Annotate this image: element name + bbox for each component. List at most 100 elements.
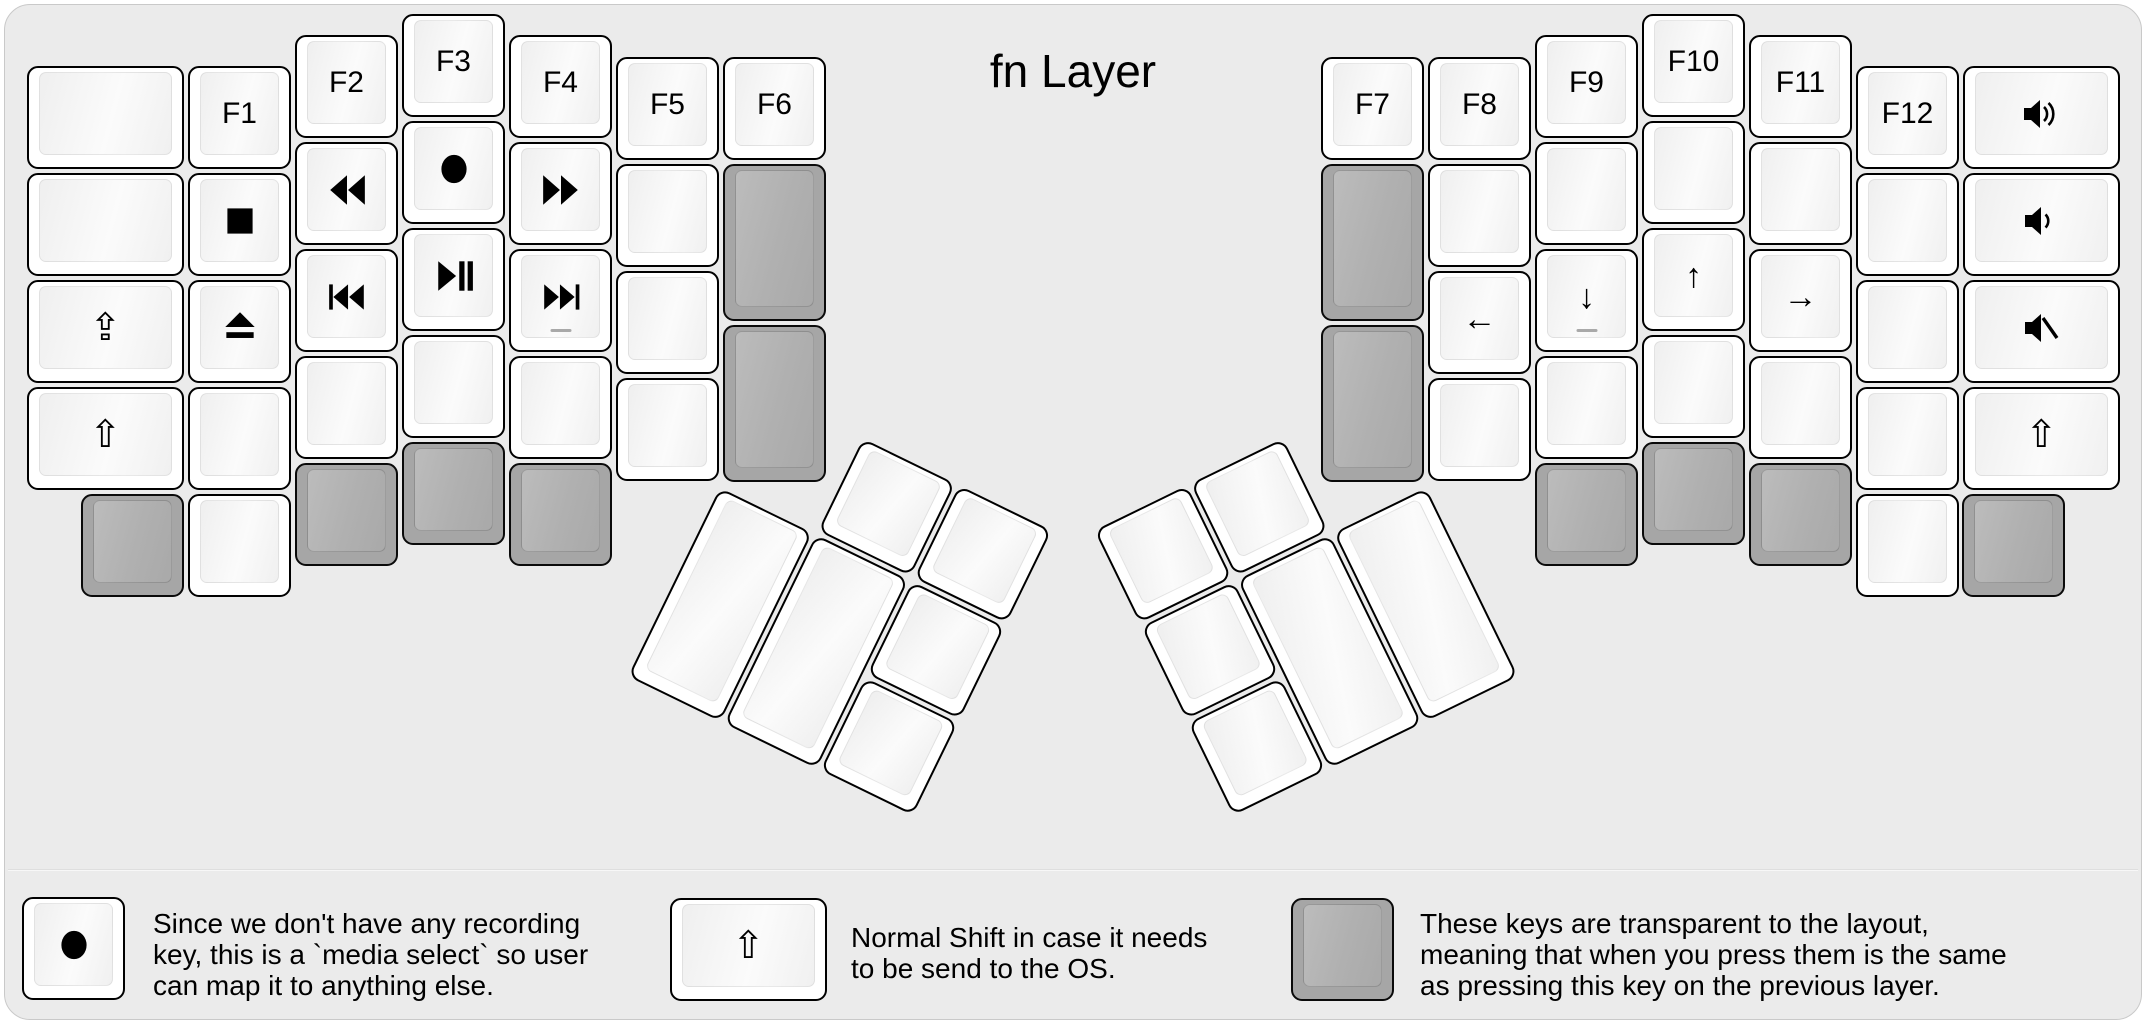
legend-line: meaning that when you press them is the … [1420, 939, 2007, 970]
key-label: F2 [328, 65, 364, 99]
record-icon [433, 148, 475, 190]
keycap [884, 592, 992, 702]
keycap [1868, 393, 1947, 476]
right-arrow-key: → [1749, 249, 1852, 352]
key-glyph: ⇧ [89, 413, 122, 456]
keycap [93, 500, 172, 583]
media-select-key [402, 121, 505, 224]
transparent-key [509, 463, 612, 566]
keycap [1761, 469, 1840, 552]
volume-down-key [1963, 173, 2120, 276]
shift-key: ⇧ [1963, 387, 2120, 490]
keycap: F6 [735, 63, 814, 146]
keycap [200, 286, 279, 369]
keycap: ⇪ [39, 286, 172, 369]
blank-key [616, 164, 719, 267]
keycap [414, 448, 493, 531]
keycap: F5 [628, 63, 707, 146]
fast-forward-icon [540, 169, 582, 211]
keycap [1333, 170, 1412, 307]
previous-track-key [295, 249, 398, 352]
key-label: F8 [1461, 87, 1497, 121]
legend-line: These keys are transparent to the layout… [1420, 908, 1929, 939]
record-icon [53, 924, 95, 966]
key-glyph: ↑ [1685, 256, 1702, 295]
keycap [628, 277, 707, 360]
keycap: F12 [1868, 72, 1947, 155]
transparent-key [1535, 463, 1638, 566]
keycap [34, 903, 113, 986]
media-select-key [22, 897, 125, 1000]
key-glyph: ← [1462, 299, 1497, 338]
volume-up-key [1963, 66, 2120, 169]
keycap [1107, 495, 1216, 606]
keycap: ⇧ [682, 904, 815, 987]
keycap [200, 393, 279, 476]
f6-key: F6 [723, 57, 826, 160]
keycap [1868, 286, 1947, 369]
f7-key: F7 [1321, 57, 1424, 160]
key-label: F6 [756, 87, 792, 121]
keycap [735, 170, 814, 307]
key-glyph: ⇪ [89, 306, 122, 349]
eject-key [188, 280, 291, 383]
blank-key [295, 356, 398, 459]
blank-key [1428, 164, 1531, 267]
keycap [307, 469, 386, 552]
transparent-key [723, 164, 826, 321]
keycap: F2 [307, 41, 386, 124]
keycap [930, 495, 1039, 606]
keycap: ↓ [1547, 255, 1626, 338]
next-track-key [509, 249, 612, 352]
keycap [1547, 362, 1626, 445]
blank-key [1856, 494, 1959, 597]
key-label: F1 [221, 96, 257, 130]
prev-track-icon [326, 276, 368, 318]
keycap [1547, 148, 1626, 231]
f10-key: F10 [1642, 14, 1745, 117]
legend-line: as pressing this key on the previous lay… [1420, 970, 1940, 1001]
keycap: ⇧ [1975, 393, 2108, 476]
keycap: F3 [414, 20, 493, 103]
keycap [521, 255, 600, 338]
transparent-key [402, 442, 505, 545]
f4-key: F4 [509, 35, 612, 138]
keycap [521, 362, 600, 445]
keycap [1203, 449, 1312, 559]
blank-key [1856, 173, 1959, 276]
keycap [1868, 179, 1947, 262]
f2-key: F2 [295, 35, 398, 138]
keycap: F9 [1547, 41, 1626, 124]
keycap [1975, 286, 2108, 369]
transparent-key [1321, 325, 1424, 482]
keycap [1654, 341, 1733, 424]
keycap [307, 148, 386, 231]
shift-key: ⇧ [27, 387, 184, 490]
caps-lock-key: ⇪ [27, 280, 184, 383]
blank-key [1749, 356, 1852, 459]
keycap [628, 170, 707, 253]
f5-key: F5 [616, 57, 719, 160]
keycap [1201, 688, 1309, 798]
keycap [307, 255, 386, 338]
blank-key [1642, 121, 1745, 224]
legend-divider [8, 869, 2138, 870]
keycap [1868, 500, 1947, 583]
blank-key [1749, 142, 1852, 245]
keycap [1547, 469, 1626, 552]
key-glyph: → [1783, 277, 1818, 316]
keycap [307, 362, 386, 445]
rewind-icon [326, 169, 368, 211]
keycap [200, 179, 279, 262]
legend-line: to be send to the OS. [851, 953, 1116, 984]
stop-key [188, 173, 291, 276]
key-label: F3 [435, 44, 471, 78]
blank-key [188, 387, 291, 490]
keycap [735, 331, 814, 468]
blank-key [1535, 356, 1638, 459]
blank-key [27, 66, 184, 169]
f12-key: F12 [1856, 66, 1959, 169]
keycap: F7 [1333, 63, 1412, 146]
legend-line: Since we don't have any recording [153, 908, 581, 939]
